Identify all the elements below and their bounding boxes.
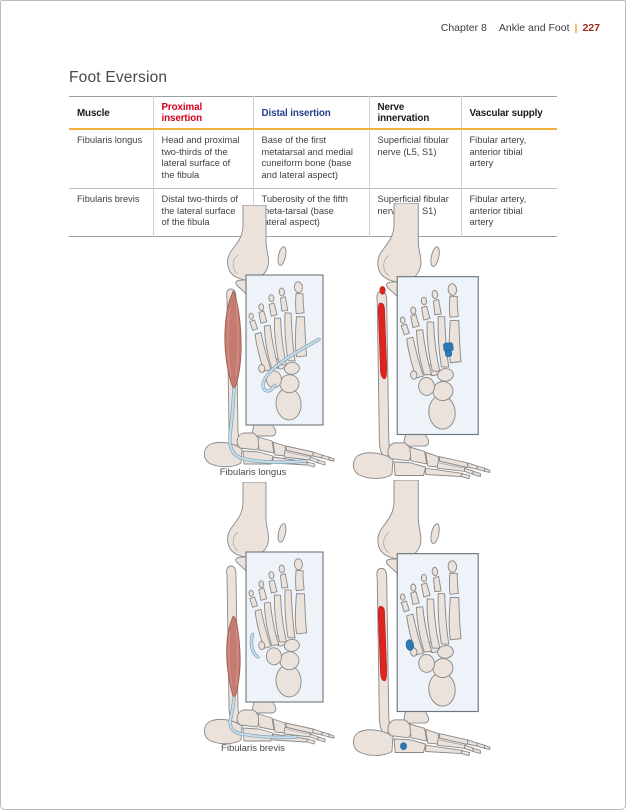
header-separator: | [574,22,578,34]
section-label: Ankle and Foot [498,22,570,34]
figure-fibularis-brevis-insertion-view [334,480,492,762]
cell-proximal-insertion: Head and proximal two-thirds of the late… [152,129,253,189]
inset-box [396,276,479,436]
cell-vascular-supply: Fibular artery, anterior tibial artery [460,188,557,237]
running-head: Chapter 8 Ankle and Foot | 227 [441,22,600,34]
cell-muscle: Fibularis longus [77,135,143,145]
figure-fibularis-longus-muscle-view [186,205,336,473]
proximal-insertion-marker [378,606,387,682]
distal-insertion-marker [405,639,414,651]
foot-skeleton-plantar [248,281,321,421]
fibularis-brevis-muscle-belly [226,615,241,700]
foot-skeleton-lateral [203,709,335,745]
foot-skeleton-plantar [248,558,308,698]
foot-skeleton-plantar [399,560,462,707]
figure-fibularis-brevis-muscle-view [186,482,336,750]
inset-box [245,274,324,426]
cell-distal-insertion: Base of the first metatarsal and medial … [252,129,369,189]
table-header-row: Muscle Proximal insertion Distal inserti… [69,96,557,130]
col-header-proximal-insertion: Proximal insertion [152,96,253,130]
muscle-table: Muscle Proximal insertion Distal inserti… [69,96,557,237]
page-number: 227 [582,22,600,34]
foot-skeleton-lateral [203,432,335,468]
cell-vascular-supply: Fibular artery, anterior tibial artery [460,129,557,189]
fibularis-brevis-tendon-plantar [249,632,260,659]
figure-fibularis-longus-insertion-view [334,203,492,485]
chapter-label: Chapter 8 [440,22,487,34]
foot-skeleton-lateral [352,719,491,757]
proximal-insertion-marker [378,286,387,379]
figure-label-fibularis-longus: Fibularis longus [219,467,287,478]
cell-distal-insertion: Tuberosity of the fifth meta-tarsal (bas… [252,188,369,237]
fibularis-brevis-tendon [228,696,298,740]
foot-skeleton-plantar [399,283,462,430]
inset-box [245,551,324,703]
distal-insertion-marker-foot [400,742,407,751]
table-row-fibularis-longus: Fibularis longus Head and proximal two-t… [69,129,557,189]
page-title: Foot Eversion [69,69,168,86]
fibularis-longus-tendon [228,387,307,464]
figure-label-fibularis-brevis: Fibularis brevis [221,743,285,754]
fibularis-longus-muscle-belly [224,290,242,391]
fibularis-longus-tendon-plantar [261,337,321,393]
col-header-vascular-supply: Vascular supply [460,96,557,130]
col-header-distal-insertion: Distal insertion [252,96,369,130]
cell-muscle: Fibularis brevis [69,188,153,237]
inset-box [396,553,479,713]
distal-insertion-marker [443,342,454,357]
cell-proximal-insertion: Distal two-thirds of the lateral surface… [152,188,253,237]
col-header-nerve-innervation: Nerve innervation [368,96,461,130]
cell-nerve-innervation: Superficial fibular nerve (L5, S1) [368,129,461,189]
col-header-muscle: Muscle [69,96,153,130]
foot-skeleton-lateral [352,442,491,480]
